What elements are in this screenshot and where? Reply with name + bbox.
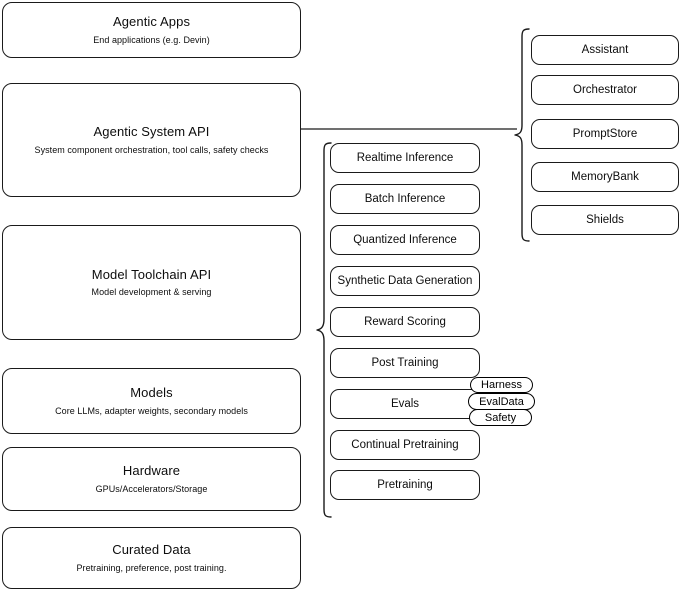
toolchain-chip-evals[interactable]: Evals: [330, 389, 480, 419]
layer-title: Curated Data: [112, 542, 191, 558]
chip-label: Evals: [390, 398, 420, 410]
system-chip-shields[interactable]: Shields: [531, 205, 679, 235]
brace-toolchain-components: [316, 142, 332, 518]
eval-pill-evaldata[interactable]: EvalData: [468, 393, 535, 410]
toolchain-chip-realtime-inference[interactable]: Realtime Inference: [330, 143, 480, 173]
layer-title: Agentic Apps: [112, 14, 191, 30]
chip-label: Shields: [586, 214, 624, 226]
toolchain-chip-continual-pretraining[interactable]: Continual Pretraining: [330, 430, 480, 460]
toolchain-chip-post-training[interactable]: Post Training: [330, 348, 480, 378]
chip-label: Quantized Inference: [353, 234, 457, 246]
chip-label: Post Training: [371, 357, 439, 369]
layer-box-hardware[interactable]: Hardware GPUs/Accelerators/Storage: [2, 447, 301, 511]
chip-label: Reward Scoring: [364, 316, 446, 328]
layer-title: Agentic System API: [93, 124, 210, 140]
eval-pill-safety[interactable]: Safety: [469, 409, 532, 426]
connector-system-api-to-components: [301, 122, 519, 136]
layer-subtitle: Pretraining, preference, post training.: [76, 562, 227, 573]
brace-system-components: [514, 28, 530, 242]
layer-box-agentic-apps[interactable]: Agentic Apps End applications (e.g. Devi…: [2, 2, 301, 58]
layer-title: Models: [130, 385, 173, 401]
layer-subtitle: GPUs/Accelerators/Storage: [95, 483, 208, 494]
chip-label: MemoryBank: [571, 171, 639, 183]
layer-title: Model Toolchain API: [91, 266, 212, 282]
layer-subtitle: System component orchestration, tool cal…: [34, 144, 269, 155]
chip-label: Realtime Inference: [356, 152, 454, 164]
system-chip-orchestrator[interactable]: Orchestrator: [531, 75, 679, 105]
pill-label: Harness: [481, 379, 522, 391]
system-chip-memorybank[interactable]: MemoryBank: [531, 162, 679, 192]
layer-box-curated-data[interactable]: Curated Data Pretraining, preference, po…: [2, 527, 301, 589]
toolchain-chip-quantized-inference[interactable]: Quantized Inference: [330, 225, 480, 255]
chip-label: Synthetic Data Generation: [337, 275, 473, 287]
chip-label: Assistant: [581, 44, 629, 56]
toolchain-chip-batch-inference[interactable]: Batch Inference: [330, 184, 480, 214]
pill-label: EvalData: [479, 395, 524, 408]
toolchain-chip-pretraining[interactable]: Pretraining: [330, 470, 480, 500]
layer-box-models[interactable]: Models Core LLMs, adapter weights, secon…: [2, 368, 301, 434]
system-chip-assistant[interactable]: Assistant: [531, 35, 679, 65]
chip-label: Pretraining: [377, 479, 433, 491]
system-chip-promptstore[interactable]: PromptStore: [531, 119, 679, 149]
layer-box-agentic-system-api[interactable]: Agentic System API System component orch…: [2, 83, 301, 197]
toolchain-chip-reward-scoring[interactable]: Reward Scoring: [330, 307, 480, 337]
chip-label: PromptStore: [572, 128, 638, 140]
chip-label: Batch Inference: [364, 193, 446, 205]
layer-box-model-toolchain-api[interactable]: Model Toolchain API Model development & …: [2, 225, 301, 340]
pill-label: Safety: [484, 411, 517, 424]
layer-subtitle: Model development & serving: [91, 287, 212, 297]
layer-subtitle: End applications (e.g. Devin): [93, 34, 210, 45]
toolchain-chip-synthetic-data-generation[interactable]: Synthetic Data Generation: [330, 266, 480, 296]
layer-subtitle: Core LLMs, adapter weights, secondary mo…: [55, 405, 248, 416]
eval-pill-harness[interactable]: Harness: [470, 377, 533, 393]
layer-title: Hardware: [122, 463, 181, 479]
chip-label: Orchestrator: [573, 84, 637, 96]
chip-label: Continual Pretraining: [351, 439, 459, 451]
